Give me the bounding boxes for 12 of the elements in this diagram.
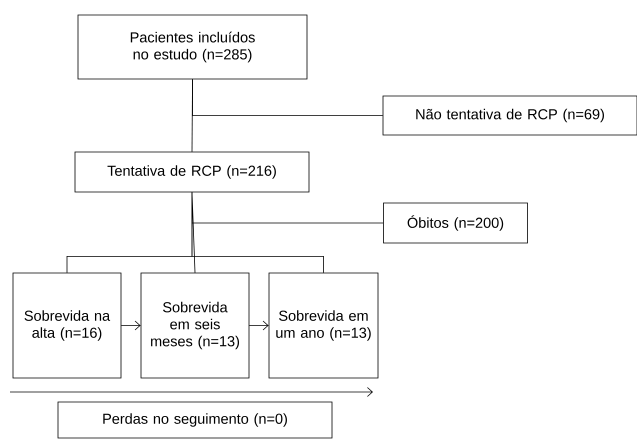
flow-box: Não tentativa de RCP (n=69) (382, 96, 637, 136)
arrow (121, 320, 141, 330)
flow-box: Sobrevida na alta (n=16) (12, 272, 122, 378)
flow-box: Óbitos (n=200) (383, 202, 528, 244)
connector-line (192, 79, 383, 116)
arrow (249, 320, 269, 330)
connector-line (192, 192, 324, 273)
flow-box: Tentativa de RCP (n=216) (74, 152, 310, 192)
flow-box: Pacientes incluídos no estudo (n=285) (78, 14, 308, 80)
flow-box: Sobrevida em seis meses (n=13) (140, 272, 250, 378)
flow-box: Perdas no seguimento (n=0) (58, 402, 332, 438)
flow-box: Sobrevida em um ano (n=13) (268, 272, 378, 378)
